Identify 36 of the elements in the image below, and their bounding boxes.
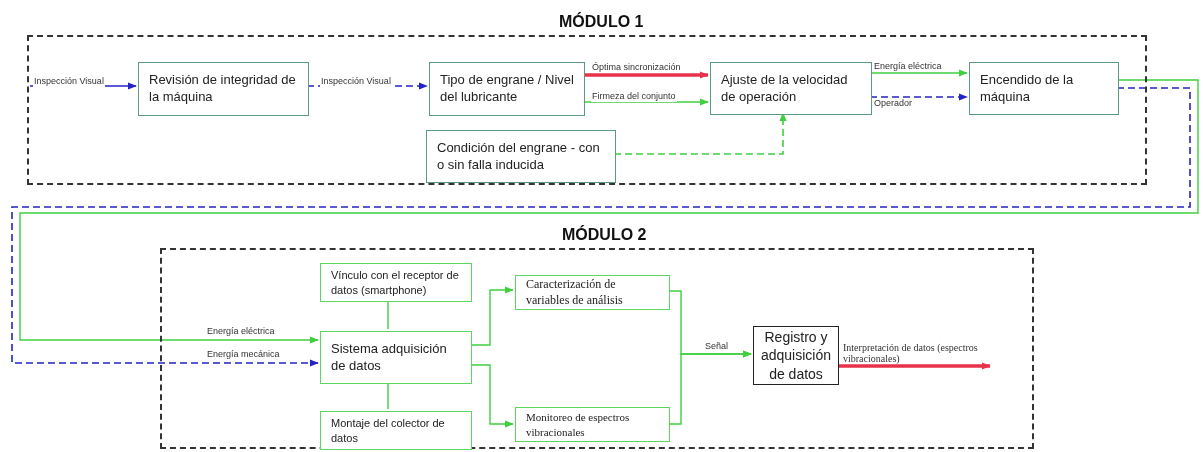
process-box bbox=[429, 62, 585, 116]
arrow bbox=[837, 362, 991, 370]
process-box bbox=[320, 411, 472, 450]
arrow bbox=[583, 71, 709, 79]
box-label: Ajuste de la velocidad de operación bbox=[721, 71, 849, 106]
edge-label: Óptima sincronización bbox=[591, 63, 682, 73]
box-label: Monitoreo de espectros vibracionales bbox=[526, 410, 631, 439]
edge-label: Energía eléctrica bbox=[206, 327, 276, 337]
edge-label: Firmeza del conjunto bbox=[591, 92, 677, 102]
process-box bbox=[515, 407, 670, 442]
box-label: Vínculo con el receptor de datos (smartphone) bbox=[331, 268, 460, 297]
process-box bbox=[753, 326, 839, 385]
box-label: Revisión de integridad de la máquina bbox=[149, 72, 297, 106]
process-box bbox=[320, 263, 472, 302]
process-box bbox=[320, 331, 472, 384]
process-box bbox=[710, 62, 872, 115]
edge-label: Señal bbox=[704, 342, 730, 352]
process-box bbox=[426, 130, 616, 183]
module-title: MÓDULO 1 bbox=[559, 13, 644, 31]
box-label: Caracterización de variables de análisis bbox=[526, 276, 624, 309]
edge-label: Interpretación de datos (espectros vibracionales) bbox=[842, 342, 979, 364]
box-label: Registro y adquisición de datos bbox=[759, 328, 833, 383]
process-box bbox=[515, 275, 670, 310]
box-label: Encendido de la máquina bbox=[980, 71, 1075, 106]
process-box bbox=[969, 62, 1119, 115]
box-label: Montaje del colector de datos bbox=[331, 416, 446, 445]
box-label: Tipo de engrane / Nivel del lubricante bbox=[440, 72, 574, 106]
module-title: MÓDULO 2 bbox=[562, 226, 647, 244]
box-label: Sistema adquisición de datos bbox=[331, 340, 448, 375]
edge-label: Inspección Visual bbox=[320, 77, 392, 87]
process-box bbox=[138, 62, 309, 116]
edge-label: Energía eléctrica bbox=[873, 62, 943, 72]
edge-label: Operador bbox=[873, 99, 914, 109]
edge-label: Inspección Visual bbox=[33, 77, 105, 87]
edge-label: Energía mecánica bbox=[206, 350, 281, 360]
box-label: Condición del engrane - con o sin falla inducida bbox=[437, 139, 601, 174]
